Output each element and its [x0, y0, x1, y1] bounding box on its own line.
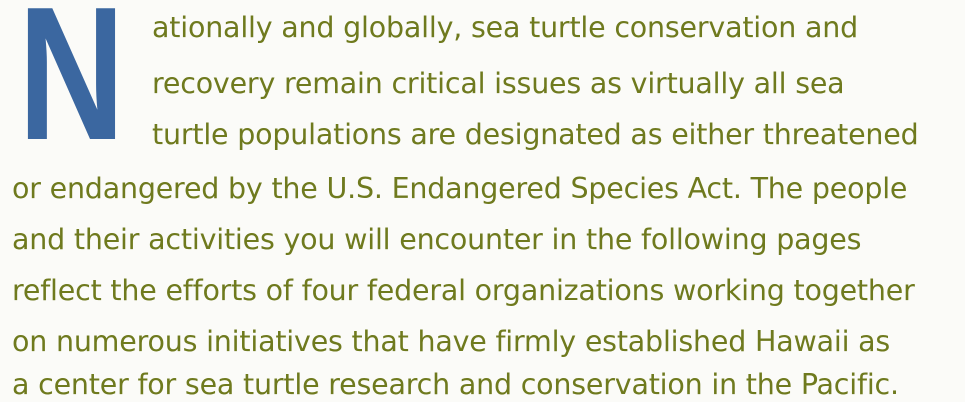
- paragraph-line: and their activities you will encounter …: [12, 223, 862, 256]
- paragraph-line: on numerous initiatives that have firmly…: [12, 325, 891, 358]
- paragraph-line: ationally and globally, sea turtle conse…: [152, 11, 859, 44]
- paragraph-line: a center for sea turtle research and con…: [12, 368, 899, 401]
- paragraph-line: turtle populations are designated as eit…: [152, 118, 919, 151]
- drop-cap: N: [18, 0, 125, 180]
- paragraph-line: or endangered by the U.S. Endangered Spe…: [12, 172, 908, 205]
- paragraph-line: recovery remain critical issues as virtu…: [152, 67, 845, 100]
- paragraph-line: reflect the efforts of four federal orga…: [12, 274, 915, 307]
